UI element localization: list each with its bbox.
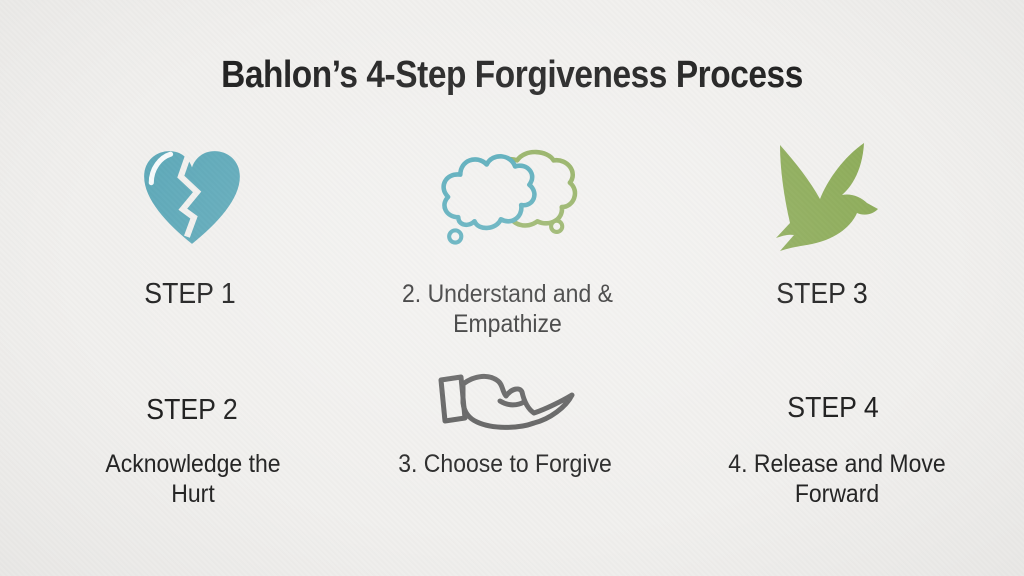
step-1-label: STEP 1: [144, 278, 236, 310]
thought-clouds-icon: [438, 146, 580, 258]
understand-empathize-caption: 2. Understand and & Empathize: [402, 280, 613, 338]
broken-heart-icon: [136, 146, 248, 250]
step-4-label: STEP 4: [787, 392, 879, 424]
choose-to-forgive-caption: 3. Choose to Forgive: [398, 450, 612, 478]
acknowledge-hurt-caption: Acknowledge the Hurt: [105, 450, 281, 508]
release-move-forward-caption: 4. Release and Move Forward: [728, 450, 946, 508]
dove-icon: [766, 140, 888, 252]
step-3-label: STEP 3: [776, 278, 868, 310]
page-title: Bahlon’s 4-Step Forgiveness Process: [221, 54, 803, 96]
open-hand-icon: [430, 368, 580, 440]
step-2-label: STEP 2: [146, 394, 238, 426]
